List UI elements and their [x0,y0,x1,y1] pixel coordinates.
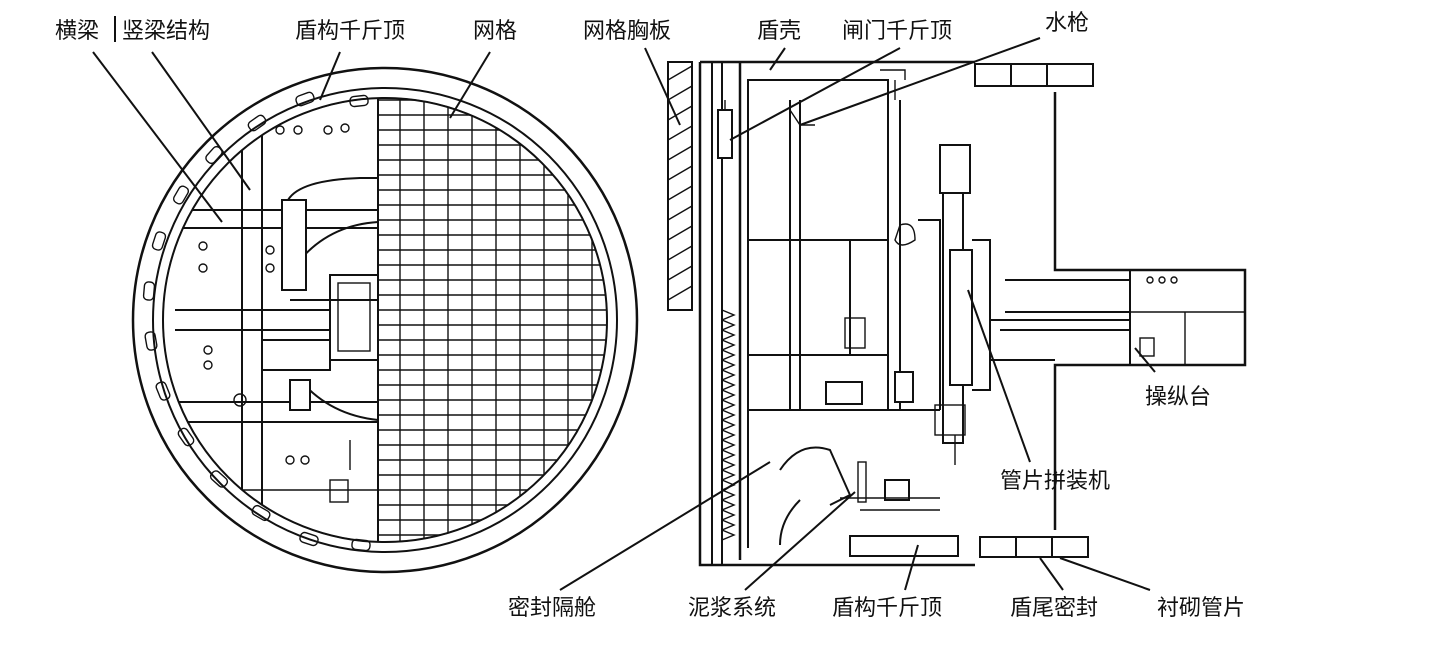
chamber-tooth [721,429,736,441]
shield-shell-outline [698,60,975,567]
ring-jack-slots [142,91,371,552]
label-slurry-system: 泥浆系统 [688,596,776,621]
labels: 横梁 竖梁结构 盾构千斤顶 网格 网格胸板 盾壳 闸门千斤顶 水枪 操纵台 管片… [55,11,1245,621]
label-lining-segment: 衬砌管片 [1157,596,1245,621]
chamber-tooth [721,519,736,531]
breastplate-hatch [667,65,693,301]
label-grid: 网格 [473,19,517,44]
chamber-tooth [721,369,736,381]
chamber-tooth [721,529,736,541]
chamber-tooth [721,469,736,481]
label-shield-jack-bottom: 盾构千斤顶 [832,596,942,621]
chamber-tooth [721,319,736,331]
label-tail-seal: 盾尾密封 [1010,596,1098,621]
chamber-teeth [721,309,736,541]
chamber-tooth [721,499,736,511]
chamber-tooth [721,459,736,471]
rear-platform [1053,92,1247,530]
label-shield-shell: 盾壳 [757,19,801,44]
label-vertical-beam: 竖梁结构 [122,19,210,44]
chamber-tooth [721,349,736,361]
outer-shell-ring [131,66,639,574]
inner-shell-ring [152,87,618,553]
chamber-tooth [721,389,736,401]
label-segment-erector: 管片拼装机 [1000,469,1110,494]
chamber-tooth [721,339,736,351]
leader-lines [92,37,1156,591]
chamber-tooth [721,399,736,411]
chamber-tooth [721,509,736,521]
chamber-tooth [721,489,736,501]
internal-structure [175,100,379,542]
label-cross-beam: 横梁 [55,19,99,44]
chamber-tooth [721,309,736,321]
label-grid-breastplate: 网格胸板 [583,19,671,44]
label-shield-jack-top: 盾构千斤顶 [295,19,405,44]
front-view [131,66,639,574]
grid [377,98,607,542]
chamber-tooth [721,419,736,431]
label-control-console: 操纵台 [1145,385,1211,410]
chamber-tooth [721,379,736,391]
chamber-tooth [721,409,736,421]
label-sealed-bulkhead: 密封隔舱 [508,596,596,621]
chamber-tooth [721,359,736,371]
side-view [667,60,1247,567]
chamber-tooth [721,449,736,461]
chamber-tooth [721,439,736,451]
chamber-tooth [721,329,736,341]
label-gate-jack: 闸门千斤顶 [842,19,952,44]
label-water-gun: 水枪 [1045,11,1089,36]
